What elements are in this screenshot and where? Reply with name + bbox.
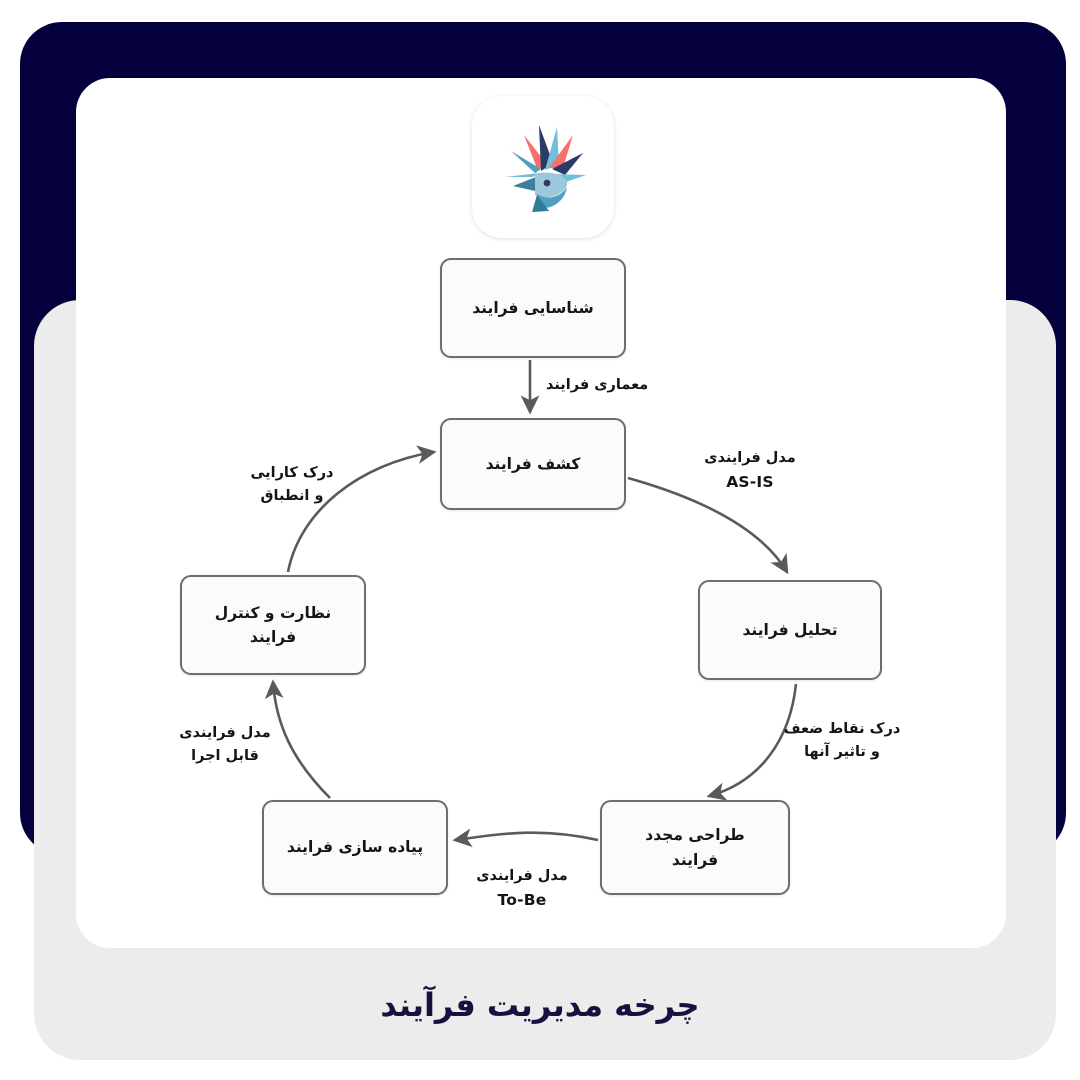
edge-label-text: مدل فرایندی [704, 450, 796, 466]
edge-label-text: معماری فرایند [546, 377, 649, 393]
edge-label-as-is: مدل فرایندی AS-IS [680, 447, 820, 495]
edge-label-architecture: معماری فرایند [546, 374, 648, 397]
node-process-implementation[interactable]: پیاده سازی فرایند [262, 800, 448, 895]
edge-label-to-be: مدل فرایندی To-Be [452, 865, 592, 913]
node-label: کشف فرایند [485, 454, 581, 473]
edge-label-latin: To-Be [497, 891, 547, 910]
node-process-analysis[interactable]: تحلیل فرایند [698, 580, 882, 680]
node-label: شناسایی فرایند [472, 298, 594, 317]
edge-label-text: مدل فرایندی [476, 868, 568, 884]
node-process-discovery[interactable]: کشف فرایند [440, 418, 626, 510]
node-process-identification[interactable]: شناسایی فرایند [440, 258, 626, 358]
node-label: تحلیل فرایند [742, 620, 838, 639]
app-logo-tile [472, 96, 614, 238]
node-label: پیاده سازی فرایند [286, 838, 424, 857]
hummingbird-logo-icon [491, 115, 595, 219]
poster-caption: چرخه مدیریت فرآیند [380, 986, 700, 1024]
edge-label-latin: AS-IS [726, 473, 774, 492]
